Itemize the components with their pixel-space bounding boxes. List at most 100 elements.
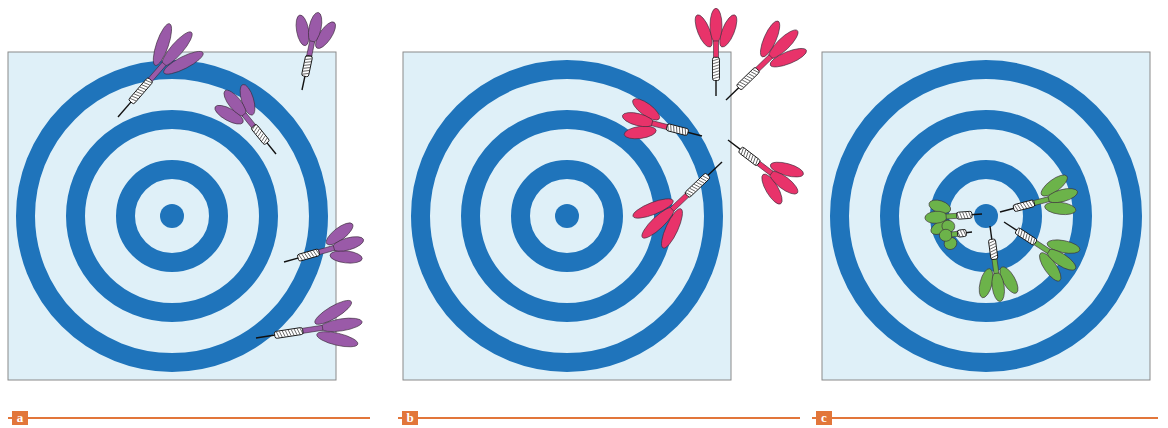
dart-point (256, 335, 277, 338)
dart-shaft (946, 213, 958, 219)
panel-rule (8, 417, 370, 419)
barrel-grip (991, 252, 997, 255)
barrel-grip (146, 79, 152, 84)
barrel-grip (1029, 237, 1034, 243)
barrel-grip (304, 66, 310, 69)
barrel-grip (669, 125, 672, 131)
barrel-grip (1016, 229, 1021, 235)
barrel-grip (672, 126, 675, 132)
dart-barrel (957, 229, 967, 237)
barrel-grip (713, 62, 719, 64)
barrel-grip (989, 240, 995, 243)
dart (252, 295, 366, 365)
barrel-grip (989, 243, 995, 246)
barrel-grip (1021, 232, 1026, 238)
dart-barrel (738, 147, 761, 167)
dart (279, 8, 341, 95)
dart-point (1004, 222, 1018, 231)
dart-point (266, 142, 276, 154)
barrel-grip (747, 153, 752, 159)
board-square (822, 52, 1150, 380)
dart-flight (331, 234, 365, 254)
dart-barrel (666, 124, 689, 136)
barrel-grip (1017, 204, 1020, 210)
barrel-grip (678, 127, 681, 133)
barrel-grip (303, 69, 309, 72)
dart-barrel (1015, 227, 1038, 245)
dart-shaft (318, 246, 335, 255)
barrel-grip (1029, 201, 1032, 207)
target-ring (126, 170, 219, 263)
target-ring (421, 70, 714, 363)
barrel-grip (685, 191, 691, 197)
barrel-grip (966, 212, 968, 218)
barrel-grip (144, 81, 150, 86)
target-ring (890, 120, 1083, 313)
dart-point (728, 140, 742, 150)
panel-label-tab: a (12, 411, 28, 425)
dart-flight (939, 229, 953, 243)
board-square (403, 52, 731, 380)
dart (692, 8, 741, 96)
barrel-grip (140, 86, 146, 91)
dart-barrel (128, 77, 153, 104)
barrel-grip (316, 249, 320, 255)
barrel-grip (307, 252, 311, 258)
dart-flight (710, 8, 722, 42)
barrel-grip (299, 254, 303, 260)
barrel-grip (136, 90, 142, 95)
barrel-grip (713, 77, 719, 79)
barrel-grip (684, 129, 687, 135)
barrel-grip (991, 255, 997, 258)
barrel-grip (960, 212, 962, 218)
barrel-grip (294, 329, 297, 335)
dart-barrel (297, 249, 320, 262)
panel-letter: c (816, 411, 832, 425)
barrel-grip (305, 60, 311, 63)
dart-barrel (301, 55, 312, 77)
barrel-grip (304, 63, 310, 66)
dart-flight (329, 249, 363, 264)
barrel-grip (1019, 230, 1024, 236)
dart (937, 215, 974, 252)
dart-barrel (957, 211, 973, 219)
barrel-grip (310, 251, 314, 257)
darts (97, 8, 1088, 365)
barrel-grip (300, 328, 303, 334)
barrel-grip (753, 68, 759, 74)
barrel-grip (963, 212, 965, 218)
barrel-grip (251, 124, 257, 129)
barrel-grip (1023, 202, 1026, 208)
barrel-grip (752, 157, 757, 163)
dart-point (971, 213, 982, 215)
barrel-grip (1026, 235, 1031, 241)
barrel-grip (132, 95, 138, 100)
barrel-grip (713, 71, 719, 73)
dart (991, 202, 1089, 289)
dart-shaft (307, 41, 315, 57)
barrel-grip (305, 253, 309, 259)
dart (207, 76, 294, 169)
barrel-grip (713, 59, 719, 61)
dart-barrel (1013, 200, 1035, 212)
barrel-grip (745, 152, 750, 158)
barrel-grip (957, 213, 959, 219)
barrel-grip (279, 331, 282, 337)
barrel-grip (297, 328, 300, 334)
dart (278, 217, 370, 285)
dart-point (1000, 208, 1015, 212)
barrel-grip (742, 150, 747, 156)
panel-label-tab: c (816, 411, 832, 425)
dart-barrel (684, 173, 710, 198)
dart-barrel (251, 124, 270, 145)
target-ring (840, 70, 1133, 363)
dart-flight (320, 316, 363, 334)
bullseye (160, 204, 184, 228)
barrel-grip (302, 72, 308, 75)
target-ring (940, 170, 1033, 263)
dart (994, 169, 1083, 234)
dart (624, 142, 741, 257)
barrel-grip (675, 126, 678, 132)
barrel-grip (740, 148, 745, 154)
